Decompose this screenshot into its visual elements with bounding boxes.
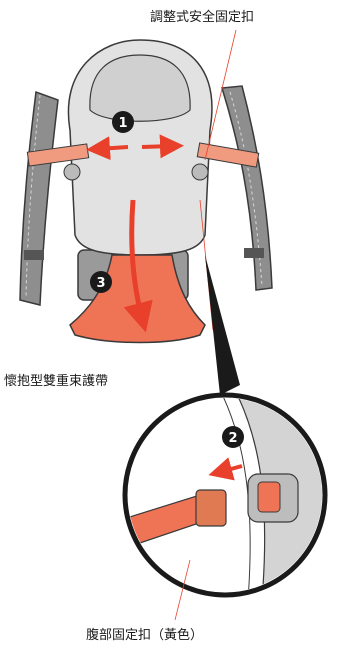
arrow-left [98, 147, 128, 149]
left-shoulder-strap [20, 92, 58, 305]
right-buckle [192, 164, 208, 180]
step-1-number: 1 [118, 116, 127, 131]
label-hip-belt: 懷抱型雙重束護帶 [4, 370, 108, 389]
label-waist-buckle: 腹部固定扣（黃色） [86, 624, 203, 643]
zoom-pointer [205, 255, 240, 395]
right-shoulder-strap [222, 86, 272, 290]
label-safety-buckle: 調整式安全固定扣 [150, 6, 254, 25]
step-3-number: 3 [96, 276, 105, 291]
left-buckle [64, 164, 80, 180]
zoom-buckle-core [258, 482, 280, 512]
arrow-right [142, 146, 172, 147]
zoom-buckle-male [196, 490, 226, 526]
step-2-number: 2 [228, 431, 237, 446]
strap-buckle-left [24, 250, 44, 260]
strap-buckle-right [244, 248, 264, 258]
zoom-detail: 2 [120, 390, 330, 600]
